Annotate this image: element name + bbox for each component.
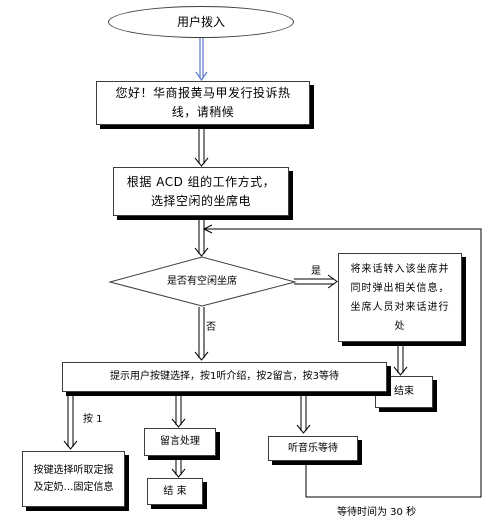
arrow-acd-to-decision — [194, 217, 209, 257]
start-node: 用户拨入 — [108, 6, 294, 38]
arrow-prompt-to-voicemail — [171, 393, 186, 428]
acd-node: 根据 ACD 组的工作方式，选择空闲的坐席电 — [113, 167, 289, 216]
arrow-greeting-to-acd — [194, 126, 209, 167]
prompt-node: 提示用户按键选择，按1听介绍，按2留言，按3等待 — [62, 362, 387, 392]
arrow-prompt-to-keyinfo — [63, 393, 78, 450]
yes-label: 是 — [311, 266, 321, 277]
no-label: 否 — [206, 322, 216, 333]
decision-diamond — [108, 256, 297, 307]
arrow-prompt-to-music — [296, 393, 311, 434]
music-node: 听音乐等待 — [268, 436, 358, 461]
end-right-node: 结束 — [375, 376, 433, 408]
arrow-decision-to-transfer — [294, 274, 338, 289]
arrow-transfer-to-end — [393, 343, 408, 376]
end-bottom-node: 结 束 — [147, 478, 203, 505]
arrow-voicemail-to-end — [171, 457, 186, 478]
arrow-decision-to-prompt — [194, 307, 209, 361]
press1-label: 按 1 — [83, 414, 103, 425]
greeting-node: 您好！华商报黄马甲发行投诉热线，请稍候 — [96, 81, 310, 125]
decision-label: 是否有空闲坐席 — [167, 276, 237, 288]
voicemail-node: 留言处理 — [144, 428, 216, 456]
transfer-node: 将来话转入该坐席并同时弹出相关信息，坐席人员对来话进行处 — [338, 253, 462, 342]
arrow-start-to-greeting — [195, 37, 208, 82]
arrow-timeout-loop — [202, 224, 482, 498]
keyinfo-node: 按键选择听取定报及定奶…固定信息 — [22, 451, 125, 507]
timeout-label: 等待时间为 30 秒 — [337, 507, 417, 518]
